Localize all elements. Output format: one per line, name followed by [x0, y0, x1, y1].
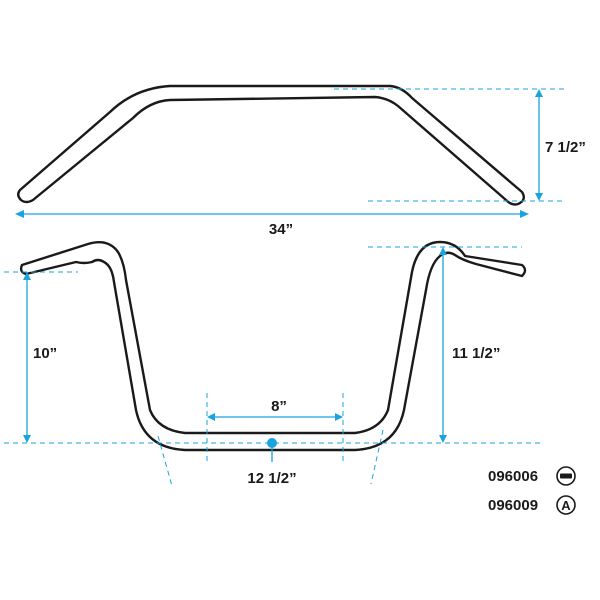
top-view: 7 1/2” 34”	[15, 84, 586, 238]
chrome-finish-icon: A	[556, 495, 576, 515]
arrowhead-icon	[535, 193, 543, 201]
handlebar-top-outline	[17, 84, 525, 206]
arrowhead-icon	[535, 89, 543, 97]
base-width-label: 12 1/2”	[247, 470, 296, 487]
pullback-label: 7 1/2”	[545, 139, 586, 156]
part-number-black: 096006	[488, 468, 538, 485]
black-finish-icon	[556, 466, 576, 486]
arrowhead-icon	[207, 413, 215, 421]
arrowhead-icon	[439, 435, 447, 443]
center-point-icon	[267, 438, 277, 448]
arrowhead-icon	[23, 272, 31, 280]
handlebar-front-outline	[19, 240, 527, 452]
chrome-finish-letter: A	[561, 498, 571, 513]
arrowhead-icon	[23, 435, 31, 443]
center-width-label: 8”	[271, 398, 287, 415]
front-view: 10” 11 1/2” 8” 12 1/2”	[4, 240, 540, 487]
arrowhead-icon	[520, 210, 529, 218]
part-numbers: 096006 096009 A	[488, 466, 576, 515]
overall-width-label: 34”	[269, 221, 293, 238]
part-number-chrome: 096009	[488, 497, 538, 514]
left-rise-label: 10”	[33, 345, 57, 362]
base-width-right-extension	[370, 429, 384, 485]
arrowhead-icon	[439, 247, 447, 255]
arrowhead-icon	[335, 413, 343, 421]
arrowhead-icon	[15, 210, 24, 218]
right-rise-label: 11 1/2”	[452, 345, 500, 362]
